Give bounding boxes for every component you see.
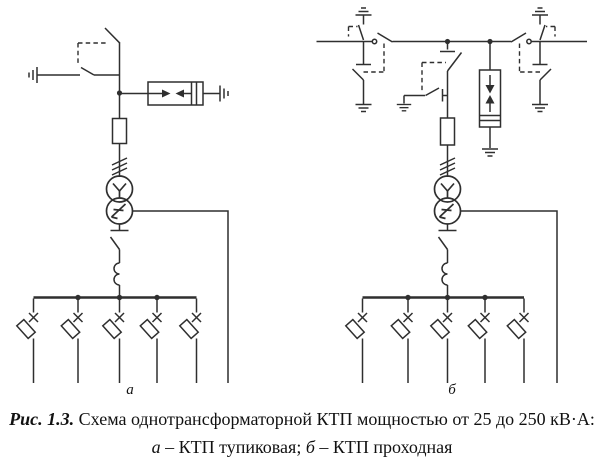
- transformer: [105, 175, 134, 225]
- line-disconnector-right: [511, 8, 587, 112]
- hv-fuse: [439, 117, 456, 146]
- junction-dot: [482, 294, 488, 301]
- feeder-2: [390, 297, 414, 384]
- legend-a-text: – КТП тупиковая;: [160, 437, 306, 457]
- feeder-4: [467, 297, 491, 384]
- surge-arrester: [119, 81, 229, 106]
- cable-termination: [439, 157, 456, 176]
- junction-dot: [116, 294, 123, 301]
- hv-fuse: [111, 117, 128, 145]
- figure-caption: Рис. 1.3. Схема однотрансформаторной КТП…: [0, 407, 604, 460]
- line-disconnector-left: [317, 8, 393, 112]
- junction-dot: [444, 294, 451, 301]
- caption-line-2: а – КТП тупиковая; б – КТП проходная: [0, 435, 604, 460]
- caption-number: Рис. 1.3.: [9, 409, 75, 429]
- transformer: [433, 175, 462, 225]
- junction-dot: [75, 294, 81, 301]
- feeder-1: [16, 297, 39, 384]
- pen-conductor: [132, 210, 229, 383]
- legend-b-label: б: [305, 437, 315, 457]
- tap-disconnector: [440, 41, 463, 72]
- caption-title: Схема однотрансформаторной КТП мощностью…: [74, 409, 595, 429]
- feeder-2: [60, 297, 84, 384]
- junction-dot: [405, 294, 411, 301]
- caption-line-1: Рис. 1.3. Схема однотрансформаторной КТП…: [0, 407, 604, 432]
- feeder-1: [345, 297, 368, 384]
- feeder-5: [179, 297, 202, 384]
- feeder-5: [506, 297, 530, 384]
- diagram-b-label: б: [448, 382, 456, 398]
- single-line-diagram: а: [16, 0, 604, 398]
- feeder-4: [139, 297, 163, 384]
- interlock-linkage: [421, 61, 446, 92]
- diagram-a-label: а: [126, 382, 134, 398]
- pen-conductor: [460, 210, 558, 383]
- earthing-switch: [396, 87, 448, 112]
- feeder-3: [430, 297, 453, 384]
- legend-a-label: а: [151, 437, 161, 457]
- surge-arrester: [478, 41, 502, 157]
- junction-dot: [154, 294, 160, 301]
- earthing-switch: [28, 66, 120, 84]
- interlock-linkage: [77, 42, 108, 66]
- legend-b-text: – КТП проходная: [314, 437, 453, 457]
- incoming-disconnector-blade: [104, 27, 121, 44]
- feeder-3: [102, 297, 125, 384]
- diagram-a: а: [16, 27, 229, 398]
- diagram-b: б: [317, 8, 588, 398]
- cable-termination: [111, 157, 128, 176]
